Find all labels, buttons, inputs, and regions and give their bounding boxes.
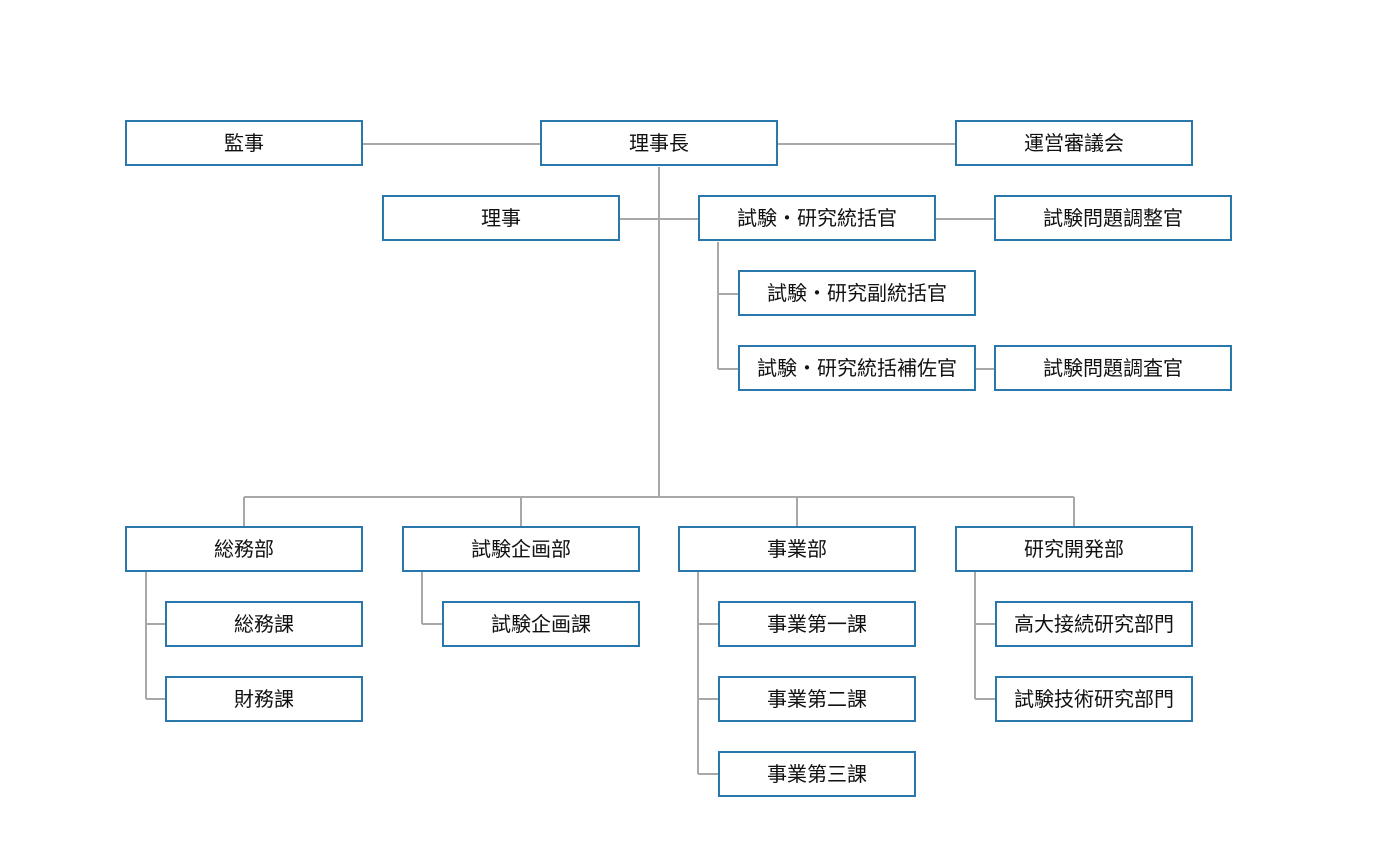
node-general-affairs-section: 総務課	[165, 601, 363, 647]
node-assistant-supervisor: 試験・研究統括補佐官	[738, 345, 976, 391]
node-vice-supervisor: 試験・研究副統括官	[738, 270, 976, 316]
node-exam-investigator-label: 試験問題調査官	[1043, 356, 1183, 380]
node-exam-planning-dept: 試験企画部	[402, 526, 640, 572]
node-finance-section-label: 財務課	[234, 687, 294, 711]
node-exam-investigator: 試験問題調査官	[994, 345, 1232, 391]
node-general-affairs-dept-label: 総務部	[214, 537, 274, 561]
node-director-label: 理事	[481, 206, 521, 230]
node-exam-adjuster-label: 試験問題調整官	[1043, 206, 1183, 230]
node-steering-council-label: 運営審議会	[1024, 131, 1124, 155]
node-exam-research-supervisor-label: 試験・研究統括官	[737, 206, 897, 230]
node-exam-research-supervisor: 試験・研究統括官	[698, 195, 936, 241]
node-chairman: 理事長	[540, 120, 778, 166]
node-exam-planning-dept-label: 試験企画部	[471, 537, 571, 561]
node-auditor: 監事	[125, 120, 363, 166]
node-operations-dept-label: 事業部	[767, 537, 827, 561]
node-operations-section-3: 事業第三課	[718, 751, 916, 797]
node-operations-section-2-label: 事業第二課	[767, 687, 867, 711]
node-exam-planning-section: 試験企画課	[442, 601, 640, 647]
node-highschool-university-division-label: 高大接続研究部門	[1014, 612, 1174, 636]
node-research-dept-label: 研究開発部	[1024, 537, 1124, 561]
node-chairman-label: 理事長	[629, 131, 689, 155]
node-general-affairs-section-label: 総務課	[234, 612, 294, 636]
node-operations-dept: 事業部	[678, 526, 916, 572]
node-exam-technology-division-label: 試験技術研究部門	[1014, 687, 1174, 711]
node-general-affairs-dept: 総務部	[125, 526, 363, 572]
node-operations-section-2: 事業第二課	[718, 676, 916, 722]
node-operations-section-1-label: 事業第一課	[767, 612, 867, 636]
node-director: 理事	[382, 195, 620, 241]
node-operations-section-1: 事業第一課	[718, 601, 916, 647]
node-exam-technology-division: 試験技術研究部門	[995, 676, 1193, 722]
node-vice-supervisor-label: 試験・研究副統括官	[767, 281, 947, 305]
node-exam-planning-section-label: 試験企画課	[491, 612, 591, 636]
node-research-dept: 研究開発部	[955, 526, 1193, 572]
node-steering-council: 運営審議会	[955, 120, 1193, 166]
node-exam-adjuster: 試験問題調整官	[994, 195, 1232, 241]
node-auditor-label: 監事	[224, 131, 264, 155]
node-finance-section: 財務課	[165, 676, 363, 722]
node-highschool-university-division: 高大接続研究部門	[995, 601, 1193, 647]
node-assistant-supervisor-label: 試験・研究統括補佐官	[757, 356, 957, 380]
node-operations-section-3-label: 事業第三課	[767, 762, 867, 786]
